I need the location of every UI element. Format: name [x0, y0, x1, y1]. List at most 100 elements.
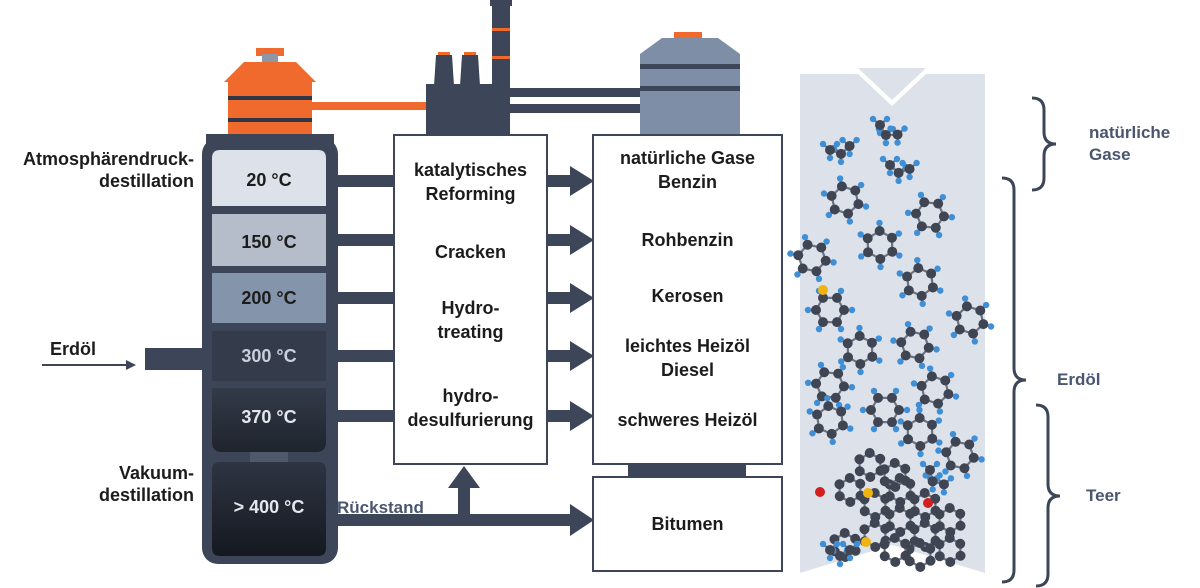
carbon-atom [873, 392, 883, 403]
carbon-atom [900, 538, 911, 549]
carbon-atom [826, 190, 837, 201]
hydrogen-atom [935, 231, 943, 239]
hydrogen-atom [820, 190, 828, 197]
carbon-atom [833, 368, 844, 379]
carbon-atom [843, 352, 854, 363]
carbon-atom [968, 452, 979, 463]
vacuum-label-line1: Vakuum- [118, 463, 194, 483]
crude-oil-label: Erdöl [1057, 370, 1101, 389]
carbon-atom [832, 292, 842, 303]
process-arrows [546, 166, 594, 431]
carbon-atom [926, 419, 937, 430]
products-connector [628, 462, 746, 478]
hds-line1: hydro- [442, 386, 499, 406]
hydrogen-atom [801, 233, 809, 241]
vacuum-distillation-label: Vakuum- destillation [0, 462, 194, 506]
carbon-atom [934, 509, 945, 520]
carbon-atom [887, 246, 898, 257]
stage-370-fill [212, 388, 326, 452]
tar-bracket [1035, 403, 1061, 588]
hydrogen-atom [939, 193, 947, 201]
hydrogen-atom [848, 306, 856, 314]
stage-150-fill [212, 214, 326, 266]
hydrogen-atom [839, 363, 847, 371]
hydrogen-atom [952, 393, 960, 400]
carbon-atom [879, 539, 890, 550]
hydrogen-atom [836, 560, 844, 568]
carbon-atom [945, 556, 956, 567]
carbon-atom [930, 493, 941, 504]
carbon-atom [894, 503, 905, 514]
carbon-atom [903, 285, 914, 296]
hydrogen-atom [892, 387, 900, 395]
hydrogen-atom [894, 139, 901, 146]
carbon-atom [945, 460, 956, 471]
factory-building [426, 0, 640, 136]
stage-370-label: 370 °C [241, 407, 297, 427]
carbon-atom [893, 167, 904, 178]
product-kerosene: Kerosen [651, 286, 724, 306]
carbon-atom [964, 439, 975, 450]
carbon-atom [934, 551, 945, 562]
hydrogen-atom [963, 472, 971, 480]
gases-line1: natürliche Gase [619, 148, 756, 168]
carbon-atom [933, 198, 944, 209]
hydrogen-atom [853, 136, 860, 144]
carbon-atom [925, 543, 936, 554]
carbon-atom [839, 305, 849, 315]
hydrogen-atom [877, 263, 884, 271]
carbon-atom [863, 247, 874, 258]
natural-gas-line1: natürliche [1089, 123, 1171, 142]
carbon-atom [825, 145, 835, 155]
carbon-atom [954, 324, 965, 335]
carbon-atom [859, 524, 870, 535]
hydrogen-atom [926, 325, 933, 332]
hydrogen-atom [815, 325, 823, 333]
carbon-atom [923, 342, 934, 353]
hydrogen-atom [896, 252, 903, 259]
hydrogen-atom [806, 408, 813, 415]
carbon-atom [812, 409, 823, 420]
bitumen-box: Bitumen [592, 476, 783, 572]
orange-tower-top [224, 48, 426, 134]
carbon-atom [926, 371, 937, 382]
hydrogen-atom [904, 209, 912, 217]
hydrogen-atom [826, 154, 834, 162]
carbon-atom [842, 338, 853, 349]
hydrogen-atom [933, 346, 940, 353]
hydrogen-atom [823, 238, 830, 245]
hydrogen-atom [942, 468, 949, 475]
reforming-line2: Reforming [425, 184, 516, 204]
carbon-atom [884, 491, 895, 502]
hydrogen-atom [892, 425, 900, 433]
hydrogen-atom [879, 155, 887, 163]
carbon-atom [916, 290, 927, 301]
hydrogen-atom [830, 259, 837, 266]
process-reforming: katalytisches Reforming [395, 158, 546, 206]
carbon-atom [919, 488, 930, 499]
carbon-atom [826, 428, 837, 439]
carbon-atom [854, 331, 865, 342]
crude-bracket [1001, 176, 1027, 584]
carbon-atom [835, 148, 846, 159]
hydrogen-atom [917, 450, 924, 458]
hydrogen-atom [936, 408, 944, 415]
stage-300-label: 300 °C [241, 346, 297, 366]
hydrogen-atom [947, 475, 955, 482]
hydrogen-atom [846, 150, 853, 158]
hydrogen-atom [887, 125, 894, 132]
hydrogen-atom [876, 357, 883, 364]
carbon-atom [880, 130, 891, 141]
carbon-atom [875, 120, 885, 130]
hydrogen-atom [910, 380, 918, 387]
hydrogen-atom [935, 447, 942, 454]
hydrogen-atom [804, 379, 812, 387]
atmospheric-label-line2: destillation [98, 171, 194, 191]
residue-label: Rückstand [337, 498, 424, 517]
carbon-atom [829, 204, 840, 215]
sulfur-atom [861, 537, 871, 547]
hydrogen-atom [813, 399, 821, 407]
carbon-atom [926, 268, 937, 279]
